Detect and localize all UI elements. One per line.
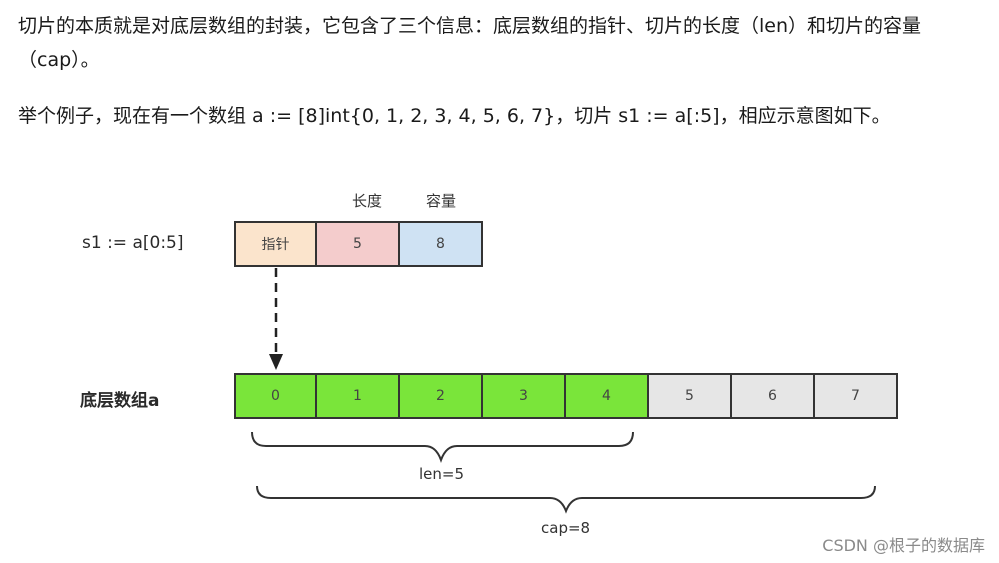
example-paragraph: 举个例子，现在有一个数组 a := [8]int{0, 1, 2, 3, 4, … — [18, 105, 891, 127]
cap-brace — [256, 485, 876, 514]
cap-brace-label: cap=8 — [541, 519, 591, 537]
array-cell: 6 — [732, 373, 815, 419]
array-cell: 1 — [317, 373, 400, 419]
array-cell: 3 — [483, 373, 566, 419]
array-cell: 2 — [400, 373, 483, 419]
slice-pointer-cell: 指针 — [234, 221, 317, 267]
slice-label: s1 := a[0:5] — [82, 233, 184, 253]
array-cell: 0 — [234, 373, 317, 419]
array-cell: 7 — [815, 373, 898, 419]
len-brace — [251, 431, 634, 463]
array-cell: 4 — [566, 373, 649, 419]
len-brace-label: len=5 — [419, 465, 465, 483]
watermark: CSDN @根子的数据库 — [822, 536, 985, 555]
len-header: 长度 — [352, 192, 383, 210]
cap-header: 容量 — [426, 192, 457, 210]
intro-paragraph: 切片的本质就是对底层数组的封装，它包含了三个信息：底层数组的指针、切片的长度（l… — [18, 15, 922, 71]
slice-cap-cell: 8 — [400, 221, 483, 267]
slice-len-cell: 5 — [317, 221, 400, 267]
array-cell: 5 — [649, 373, 732, 419]
array-label: 底层数组a — [80, 391, 160, 411]
pointer-arrow-head — [269, 354, 283, 370]
